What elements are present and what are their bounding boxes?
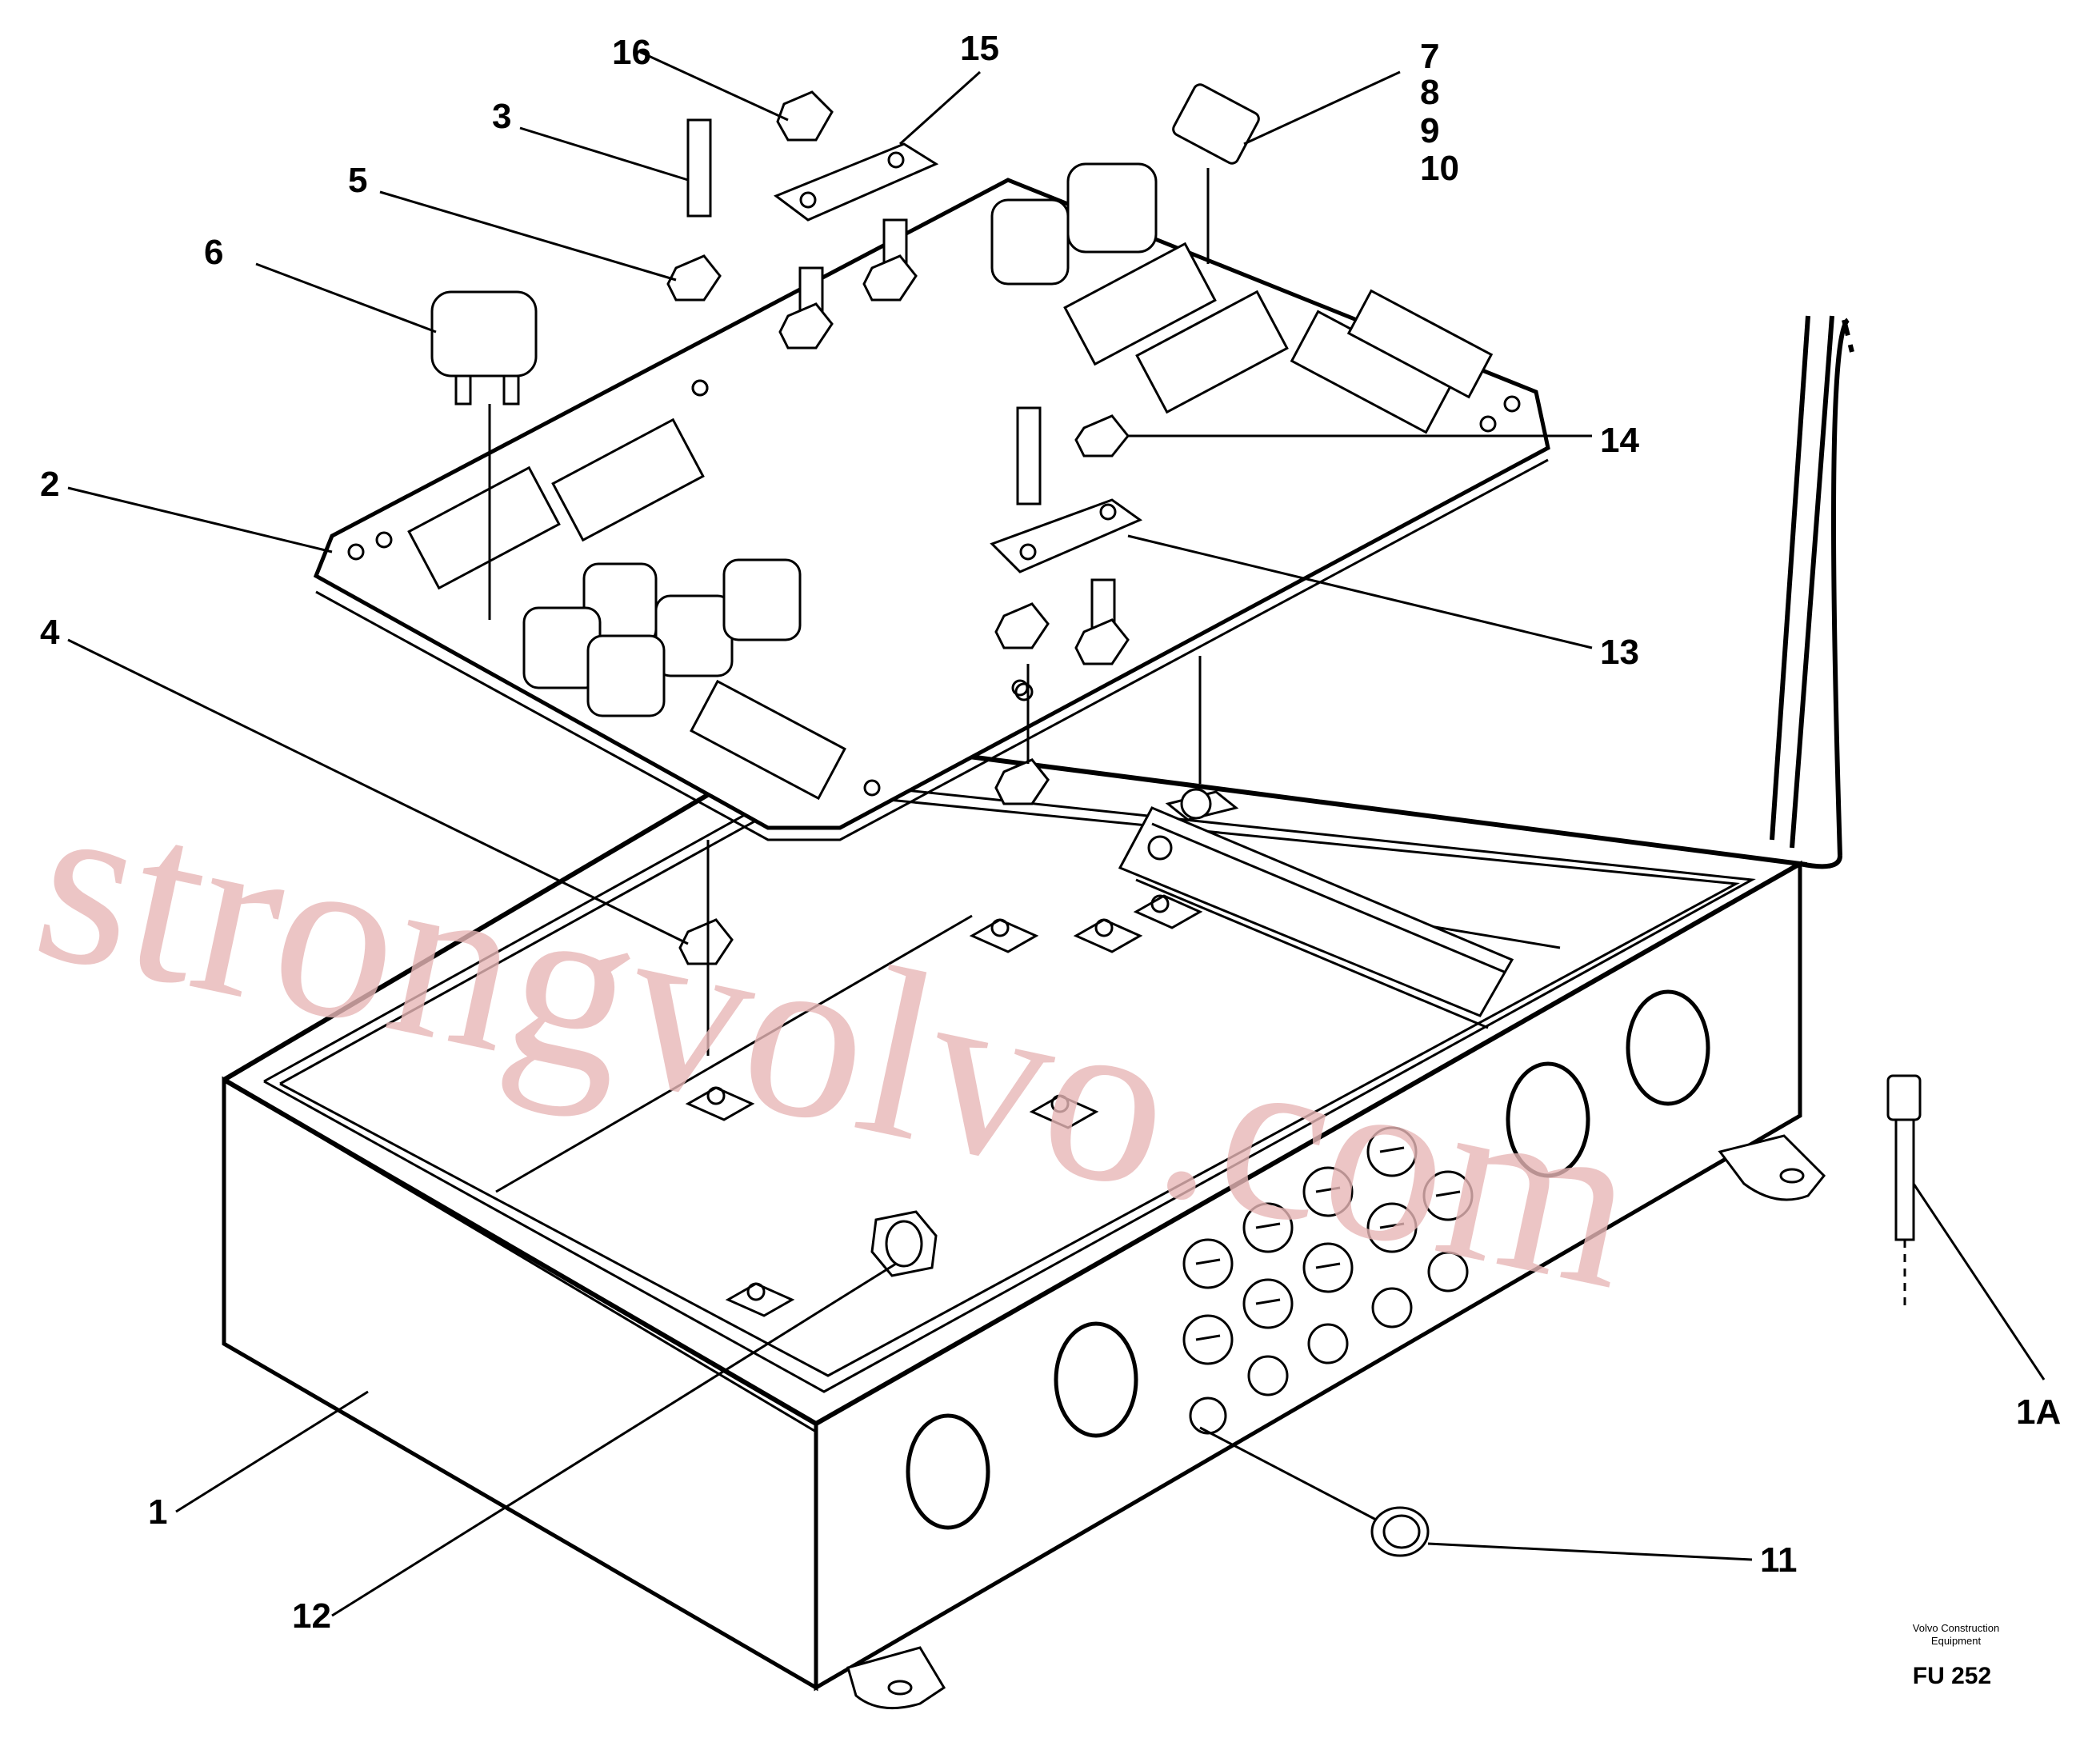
- din-rail: [1118, 788, 1514, 1029]
- callout-1a: 1A: [2016, 1392, 2061, 1432]
- callout-5: 5: [348, 161, 367, 200]
- callout-14: 14: [1600, 421, 1639, 460]
- callout-16: 16: [612, 33, 651, 72]
- callout-12: 12: [292, 1596, 331, 1636]
- bus-bar-15: [773, 90, 939, 350]
- callout-7: 7: [1420, 37, 1439, 76]
- callout-6: 6: [204, 233, 223, 272]
- callout-2: 2: [40, 465, 59, 504]
- connectors: [690, 289, 1494, 801]
- caption-block: Volvo Construction Equipment FU 252: [1913, 1622, 1999, 1689]
- caption-company-line1: Volvo Construction: [1913, 1622, 1999, 1634]
- callout-labels: 1 1A 2 3 4 5 6 7 8 9 10 11 12 13 14 15 1…: [40, 29, 2061, 1636]
- relay-6: [430, 290, 538, 406]
- callout-8: 8: [1420, 73, 1439, 112]
- enclosure-lid: [1770, 315, 1854, 869]
- enclosure-box: [222, 733, 1826, 1710]
- callout-4: 4: [40, 613, 60, 652]
- callout-10: 10: [1420, 149, 1459, 188]
- bolt-1a: [1886, 1074, 1922, 1312]
- cage-nuts: [685, 894, 1203, 1317]
- stud-3-nut-5: [666, 118, 722, 397]
- cable-grommets: [1182, 1126, 1474, 1435]
- figure-code: FU 252: [1913, 1663, 1991, 1689]
- relays: [522, 162, 1158, 717]
- plug-11: [1370, 1506, 1430, 1557]
- callout-15: 15: [960, 29, 999, 68]
- leader-lines: [67, 50, 2046, 1617]
- fuse-holders: [407, 242, 1289, 590]
- hex-nut-12: [870, 1210, 938, 1277]
- fuse-7-10: [1172, 83, 1260, 165]
- nut-4: [678, 918, 734, 965]
- callout-11: 11: [1760, 1540, 1798, 1580]
- callout-1: 1: [148, 1492, 167, 1532]
- caption-company-line2: Equipment: [1931, 1635, 1982, 1647]
- callout-3: 3: [492, 97, 511, 136]
- callout-9: 9: [1420, 111, 1439, 150]
- callout-13: 13: [1600, 633, 1639, 672]
- circuit-board: [313, 83, 1550, 1056]
